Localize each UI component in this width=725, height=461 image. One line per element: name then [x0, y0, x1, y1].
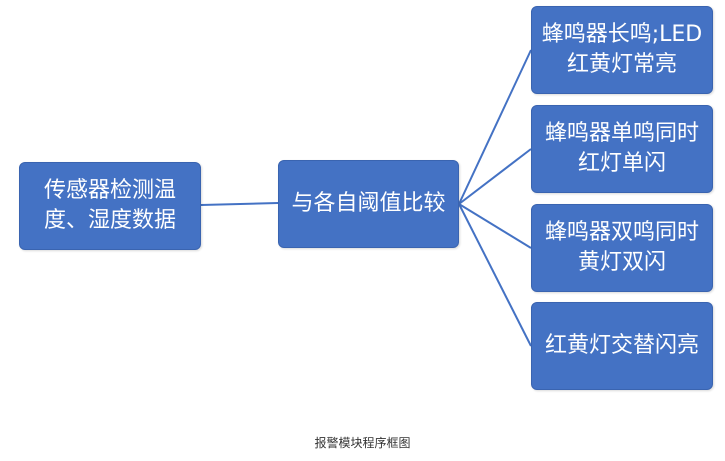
connector-process-out2	[458, 148, 532, 205]
figure-caption: 报警模块程序框图	[314, 436, 411, 450]
output-label-long-beep: 蜂鸣器长鸣;LED红黄灯常亮	[541, 22, 703, 77]
output-box-long-beep: 蜂鸣器长鸣;LED红黄灯常亮	[531, 6, 713, 94]
connector-process-out4	[458, 203, 532, 347]
output-label-double-beep: 蜂鸣器双鸣同时黄灯双闪	[544, 220, 699, 275]
connector-source-process	[200, 202, 279, 206]
sensor-detection-label: 传感器检测温度、湿度数据	[43, 178, 176, 233]
sensor-detection-box: 传感器检测温度、湿度数据	[19, 162, 201, 250]
output-box-alternate-flash: 红黄灯交替闪亮	[531, 302, 713, 390]
threshold-compare-label: 与各自阈值比较	[291, 191, 446, 216]
connector-process-out1	[458, 49, 532, 205]
output-box-double-beep: 蜂鸣器双鸣同时黄灯双闪	[531, 204, 713, 292]
connector-process-out3	[458, 203, 532, 249]
threshold-compare-box: 与各自阈值比较	[278, 160, 459, 248]
output-box-single-beep: 蜂鸣器单鸣同时红灯单闪	[531, 105, 713, 193]
output-label-single-beep: 蜂鸣器单鸣同时红灯单闪	[544, 121, 699, 176]
output-label-alternate-flash: 红黄灯交替闪亮	[544, 333, 699, 358]
